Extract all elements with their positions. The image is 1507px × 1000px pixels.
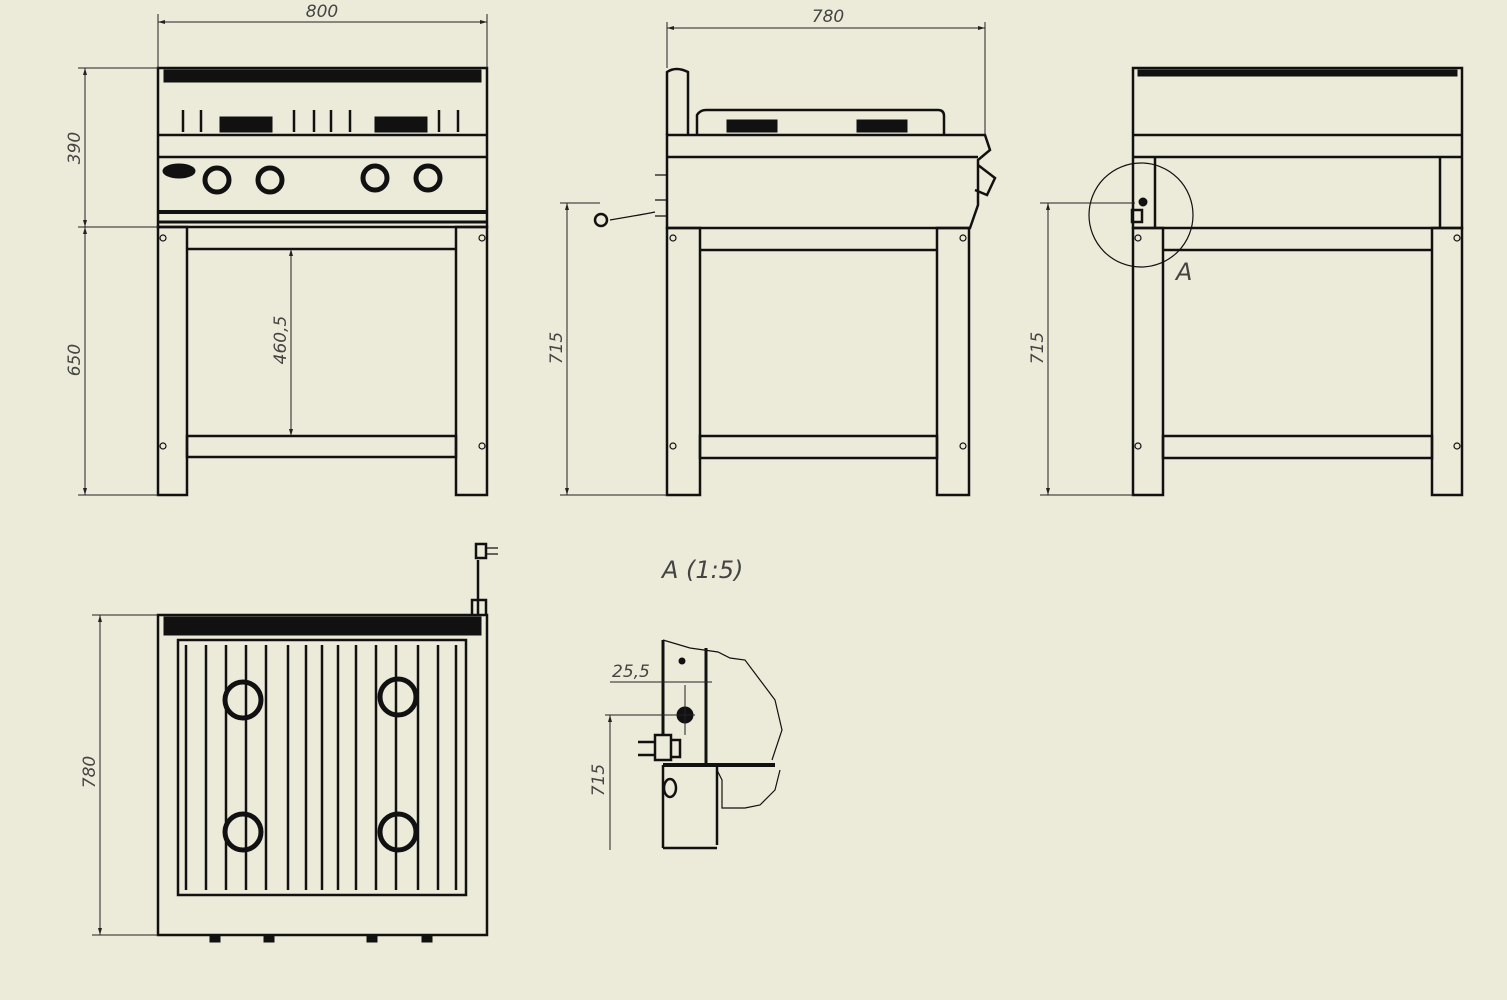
width-dimension: 800 (306, 2, 338, 22)
knob-icons (202, 163, 443, 195)
rear-view: A 715 (1028, 66, 1464, 497)
depth-dimension: 780 (812, 7, 844, 27)
detail-height-dimension: 715 (589, 764, 609, 796)
shelf-clearance-dimension: 460,5 (271, 316, 291, 365)
logo-badge (162, 163, 196, 179)
offset-dimension: 25,5 (612, 662, 650, 682)
rear-plug-height-dimension: 715 (1028, 332, 1048, 364)
power-cord (470, 560, 488, 615)
burner (219, 116, 273, 133)
plug-height-dimension: 715 (547, 332, 567, 364)
side-view: 780 715 (547, 7, 997, 497)
detail-view: A (1:5) 25,5 715 (589, 556, 783, 850)
stand-height-dimension: 650 (65, 344, 85, 376)
top-view: 780 (80, 542, 498, 943)
grate-bars (184, 645, 458, 890)
front-view: 800 390 650 460,5 (65, 2, 489, 497)
burner-icons (222, 676, 419, 853)
burner (374, 116, 428, 133)
detail-title: A (1:5) (660, 556, 743, 584)
grate-bars (181, 110, 460, 132)
top-height-dimension: 390 (65, 132, 85, 164)
detail-marker-label: A (1174, 258, 1192, 286)
top-depth-dimension: 780 (80, 756, 100, 788)
detail-circle (1088, 162, 1194, 268)
